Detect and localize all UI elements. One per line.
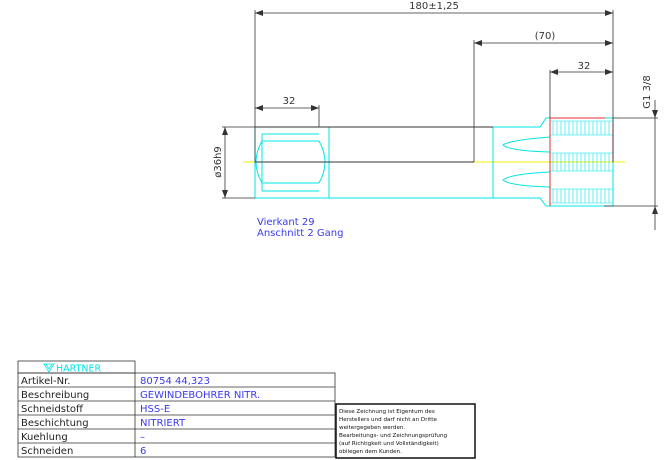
disclaimer-line: Herstellers und darf nicht an Dritte <box>339 417 437 423</box>
note-chamfer: Anschnitt 2 Gang <box>257 228 343 239</box>
row-value: NITRIERT <box>140 418 186 429</box>
row-value: HSS-E <box>140 404 170 415</box>
dim-thread-section: (70) <box>535 31 556 42</box>
dim-square-length: 32 <box>283 96 296 107</box>
disclaimer-line: Diese Zeichnung ist Eigentum des <box>339 409 435 415</box>
row-value: 80754 44,323 <box>140 376 210 387</box>
dim-shank-diameter: ø36h9 <box>213 146 224 178</box>
row-label: Schneiden <box>21 446 73 457</box>
disclaimer-line: Bearbeitungs- und Zeichnungsprüfung <box>339 433 448 439</box>
row-label: Artikel-Nr. <box>21 376 70 387</box>
disclaimer-line: weitergegeben werden. <box>339 425 405 431</box>
thread-hatching <box>550 120 613 204</box>
row-label: Schneidstoff <box>21 404 84 415</box>
row-value: – <box>140 432 145 443</box>
hartner-logo: HARTNER <box>43 364 101 375</box>
title-block <box>17 360 476 459</box>
dim-thread-length: 32 <box>578 61 591 72</box>
row-value: GEWINDEBOHRER NITR. <box>140 390 260 401</box>
row-label: Beschichtung <box>21 418 89 429</box>
row-label: Kuehlung <box>21 432 68 443</box>
disclaimer-line: obliegen dem Kunden. <box>339 449 402 455</box>
dim-thread-size: G1 3/8 <box>642 75 653 108</box>
dim-overall-length: 180±1,25 <box>409 1 459 12</box>
dimension-lines <box>222 10 658 230</box>
disclaimer-line: (auf Richtigkeit und Vollständigkeit) <box>339 441 439 447</box>
note-square: Vierkant 29 <box>257 217 315 228</box>
row-value: 6 <box>140 446 146 457</box>
disclaimer: Diese Zeichnung ist Eigentum des Herstel… <box>339 409 448 455</box>
tap-body <box>254 117 614 207</box>
logo-text: HARTNER <box>56 364 101 375</box>
row-label: Beschreibung <box>21 390 89 401</box>
